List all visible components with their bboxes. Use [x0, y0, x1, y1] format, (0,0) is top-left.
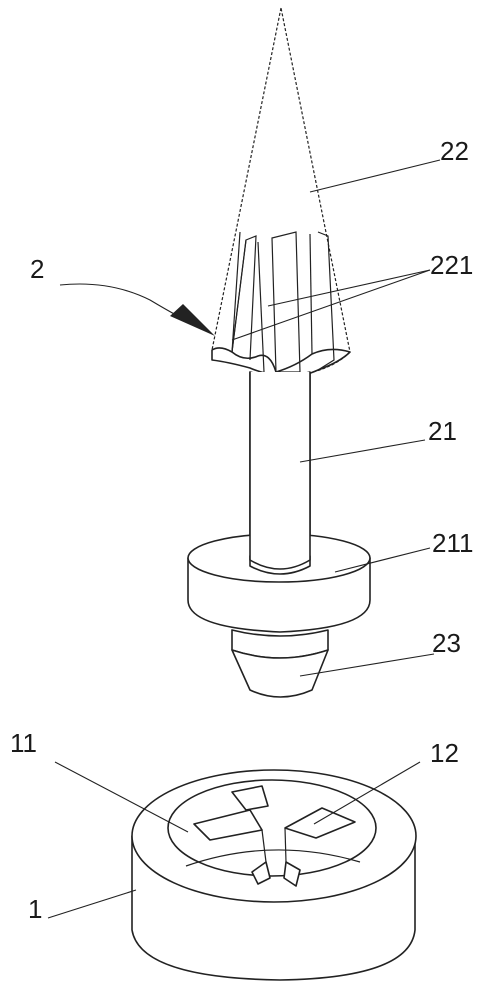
- base-ribs: [193, 785, 356, 887]
- label-23: 23: [432, 628, 461, 658]
- label-22: 22: [440, 136, 469, 166]
- groove-3-edge: [309, 233, 313, 355]
- leader-lines: [47, 159, 441, 919]
- leader-21: [299, 439, 426, 463]
- label-221: 221: [430, 250, 473, 280]
- label-11: 11: [10, 728, 37, 758]
- label-1: 1: [28, 894, 42, 924]
- collar-part: [187, 372, 371, 633]
- groove-4-edge: [231, 231, 241, 353]
- rib-back: [231, 785, 269, 811]
- rib-front-left: [251, 861, 271, 885]
- reference-numerals: 22 221 2 21 211 23 11 12 1: [10, 136, 473, 924]
- base-inner-opening: [167, 779, 377, 877]
- label-12: 12: [430, 738, 459, 768]
- shaft-over-collar: [249, 372, 311, 570]
- leader-221-b: [231, 269, 431, 341]
- rib-link-2: [284, 827, 287, 863]
- leader-23: [299, 653, 435, 677]
- leader-22: [309, 159, 441, 193]
- groove-3: [317, 231, 335, 371]
- groove-1-edge: [231, 239, 247, 353]
- base-part: [131, 769, 417, 981]
- bottom-tip-part: [231, 629, 329, 698]
- label-2: 2: [30, 254, 44, 284]
- rib-right: [284, 807, 356, 839]
- label-21: 21: [428, 416, 457, 446]
- tip-cone-part: [211, 7, 351, 378]
- groove-2-edge: [257, 241, 265, 373]
- rib-link-1: [261, 829, 267, 863]
- arrowhead-2: [170, 304, 215, 336]
- label-211: 211: [432, 528, 473, 558]
- leader-221-a: [267, 269, 431, 307]
- base-inner-floor: [185, 849, 361, 867]
- leader-1: [47, 889, 137, 919]
- leader-211: [334, 547, 431, 573]
- leader-11: [54, 761, 189, 833]
- leader-12: [313, 761, 421, 825]
- bottom-tip-cone: [231, 649, 329, 698]
- rib-front-right: [283, 861, 301, 887]
- cone-outline: [211, 7, 351, 377]
